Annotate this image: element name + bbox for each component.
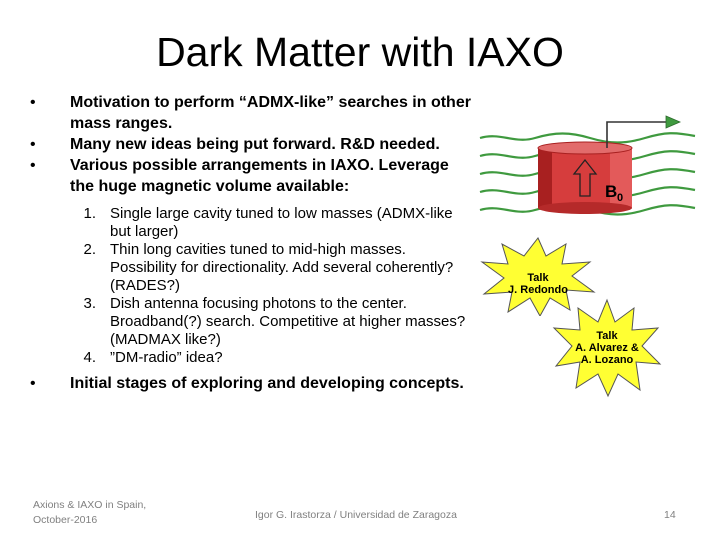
bullet-text: Various possible arrangements in IAXO. L… xyxy=(70,157,449,195)
callout-line: A. Alvarez & xyxy=(575,342,639,354)
cylinder-top xyxy=(537,141,633,155)
callout-line: A. Lozano xyxy=(580,354,634,366)
field-label-subscript: 0 xyxy=(617,192,623,204)
bullet-marker: • xyxy=(30,157,36,174)
callout-line: J. Redondo xyxy=(508,284,568,296)
antenna-arrow-icon xyxy=(665,115,682,129)
callout-label-redondo: Talk J. Redondo xyxy=(498,272,578,296)
bullet-marker: • xyxy=(30,136,36,153)
sublist-text: Thin long cavities tuned to mid-high mas… xyxy=(110,241,454,294)
magnet-cavity-illustration: B 0 xyxy=(479,115,696,216)
cylinder-bottom xyxy=(538,202,632,214)
cylinder-highlight xyxy=(610,148,632,208)
callout-line: Talk xyxy=(596,330,618,342)
antenna-wire xyxy=(606,121,670,148)
bullet-list: • Motivation to perform “ADMX-like” sear… xyxy=(26,92,476,394)
callout-starburst-alvarez-lozano xyxy=(552,298,662,398)
numbered-sublist: 1. Single large cavity tuned to low mass… xyxy=(26,205,476,367)
bullet-text: Many new ideas being put forward. R&D ne… xyxy=(70,136,440,153)
bullet-item: • Many new ideas being put forward. R&D … xyxy=(26,134,476,155)
callout-starburst-redondo xyxy=(480,237,596,316)
page-number: 14 xyxy=(664,509,676,521)
cylinder-shade xyxy=(538,148,552,208)
starburst-shape xyxy=(480,237,596,316)
sublist-text: Single large cavity tuned to low masses … xyxy=(110,205,453,240)
sublist-number: 4. xyxy=(83,349,96,366)
sublist-text: ”DM-radio” idea? xyxy=(110,349,223,366)
sublist-number: 3. xyxy=(83,295,96,312)
sublist-number: 1. xyxy=(83,205,96,222)
bullet-marker: • xyxy=(30,375,36,392)
field-label: B xyxy=(605,182,617,201)
callout-label-alvarez-lozano: Talk A. Alvarez & A. Lozano xyxy=(557,330,657,366)
footer-author: Igor G. Irastorza / Universidad de Zarag… xyxy=(255,509,457,521)
sublist-text: Dish antenna focusing photons to the cen… xyxy=(110,295,466,348)
bullet-item: • Various possible arrangements in IAXO.… xyxy=(26,155,476,197)
sublist-item: 2. Thin long cavities tuned to mid-high … xyxy=(26,241,476,295)
bullet-item: • Motivation to perform “ADMX-like” sear… xyxy=(26,92,476,134)
bullet-marker: • xyxy=(30,94,36,111)
sublist-number: 2. xyxy=(83,241,96,258)
footer-event: Axions & IAXO in Spain, October-2016 xyxy=(33,499,147,526)
slide-title: Dark Matter with IAXO xyxy=(156,29,564,75)
field-line xyxy=(479,132,696,144)
bullet-item: • Initial stages of exploring and develo… xyxy=(26,373,476,394)
sublist-item: 3. Dish antenna focusing photons to the … xyxy=(26,295,476,349)
cavity-cylinder xyxy=(537,141,633,214)
bullet-text: Initial stages of exploring and developi… xyxy=(70,375,464,392)
callout-line: Talk xyxy=(527,272,549,284)
sublist-item: 4. ”DM-radio” idea? xyxy=(26,349,476,367)
bullet-text: Motivation to perform “ADMX-like” search… xyxy=(70,94,471,132)
field-arrow-icon xyxy=(572,158,598,197)
starburst-shape xyxy=(552,298,662,398)
sublist-item: 1. Single large cavity tuned to low mass… xyxy=(26,205,476,241)
